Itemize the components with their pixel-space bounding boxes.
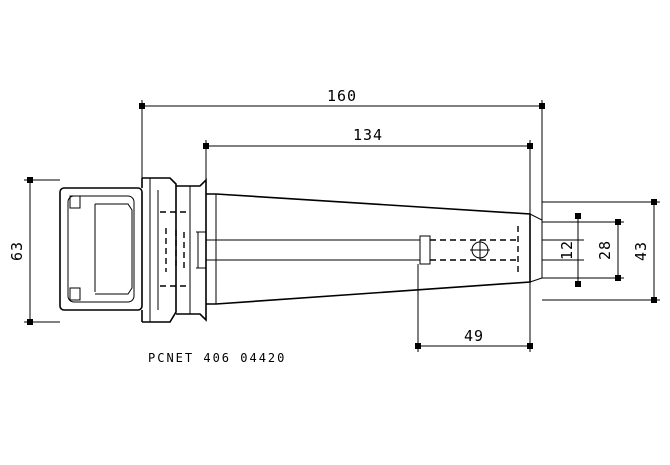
collar-outline	[142, 177, 177, 323]
shank-outline	[206, 193, 531, 305]
bore-step	[419, 235, 431, 265]
dim-bore-small: 12	[558, 240, 576, 260]
bore-lines	[206, 239, 420, 261]
key-notch-top	[69, 195, 81, 209]
dim-tip-length: 49	[464, 327, 484, 345]
tool-holder-body	[59, 177, 543, 323]
bore-hidden-lines	[430, 239, 520, 261]
dim-flange-diameter: 63	[8, 241, 26, 261]
collar-lines	[149, 178, 159, 322]
flange-outline	[59, 187, 143, 311]
neck-outline	[176, 178, 207, 322]
hidden-lines-collar	[160, 211, 188, 287]
flange-inner-outline	[67, 195, 135, 303]
flange-groove	[94, 203, 133, 295]
dimension-49: 49	[415, 264, 533, 352]
dim-bore-mid: 28	[596, 240, 614, 260]
cross-hole-centerlines	[470, 240, 490, 260]
dimension-63: 63	[8, 177, 60, 325]
part-label: PCNET 406 04420	[148, 351, 286, 365]
dim-overall-length: 160	[327, 87, 357, 105]
dimension-43: 43	[542, 199, 660, 303]
hidden-lines-step	[175, 230, 185, 270]
key-notch-bottom	[69, 287, 81, 301]
dimension-28: 28	[542, 219, 624, 281]
dimension-160: 160	[139, 87, 545, 220]
dim-tip-diameter: 43	[632, 241, 650, 261]
dimension-12: 12	[542, 213, 584, 287]
tip-chamfer	[529, 213, 543, 283]
neck-detail	[196, 231, 206, 269]
dimension-134: 134	[203, 126, 533, 214]
dim-shank-length: 134	[353, 126, 383, 144]
